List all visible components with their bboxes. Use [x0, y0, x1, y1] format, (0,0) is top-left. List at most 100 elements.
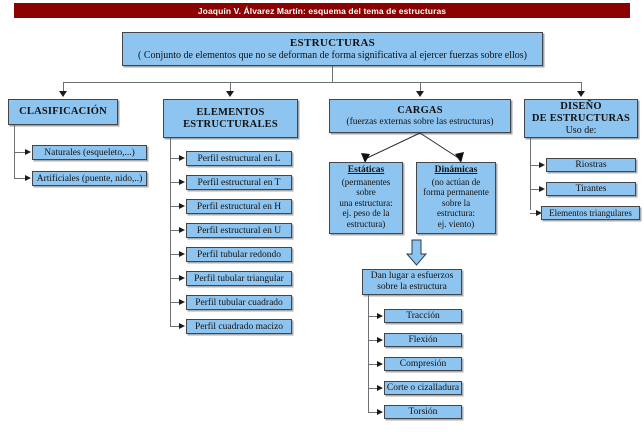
node-cargas-dinamicas-line-3: sobre la — [441, 197, 471, 208]
list-item-tirantes: Tirantes — [546, 182, 636, 196]
list-item-label: Perfil tubular triangular — [194, 273, 284, 284]
arrowhead-clasificacion — [59, 91, 67, 97]
node-esfuerzos-label-2: sobre la estructura — [377, 282, 447, 292]
connector-elementos-7 — [170, 302, 180, 303]
connector-elementos-trunk — [170, 138, 171, 326]
list-item-label: Tracción — [406, 311, 440, 321]
node-cargas-estaticas-line-5: estructura) — [346, 218, 386, 229]
arrowhead-esfuerzos-3 — [377, 361, 383, 367]
list-item-label: Naturales (esqueleto,...) — [44, 147, 135, 158]
list-item-compresion: Compresión — [384, 357, 462, 371]
list-item-label: Perfil tubular redondo — [197, 249, 281, 260]
list-item-label: Perfil tubular cuadrado — [195, 297, 283, 308]
list-item-label: Perfil estructural en L — [197, 153, 281, 164]
node-cargas-estaticas: Estáticas (permanentes sobre una estruct… — [329, 162, 403, 234]
node-cargas-estaticas-line-1: (permanentes — [341, 177, 391, 188]
connector-root-stem — [332, 66, 333, 82]
arrowhead-esfuerzos-4 — [377, 385, 383, 391]
arrowhead-elementos-5 — [179, 251, 185, 257]
connector-root-bus — [63, 82, 581, 83]
connector-clasificacion-2 — [14, 178, 26, 179]
list-item-label: Elementos triangulares — [549, 208, 632, 218]
connector-esfuerzos-1 — [368, 316, 378, 317]
node-diseno-subheading: Uso de: — [565, 124, 597, 136]
list-item-traccion: Tracción — [384, 309, 462, 323]
list-item-label: Torsión — [408, 407, 438, 417]
list-item-label: Riostras — [575, 160, 607, 170]
node-cargas-label: CARGAS — [397, 104, 443, 116]
connector-elementos-5 — [170, 254, 180, 255]
list-item-label: Perfil estructural en H — [196, 201, 282, 212]
node-cargas-estaticas-title: Estáticas — [347, 165, 385, 175]
list-item-cuadrado-macizo: Perfil cuadrado macizo — [186, 319, 292, 334]
arrowhead-diseno-3 — [536, 210, 542, 216]
connector-diseno-2 — [530, 189, 540, 190]
connector-diseno-3 — [530, 213, 537, 214]
list-item-perfil-t: Perfil estructural en T — [186, 175, 292, 190]
arrowhead-elementos — [226, 91, 234, 97]
connector-drop-elementos — [230, 82, 231, 92]
arrowhead-elementos-4 — [179, 227, 185, 233]
list-item-label: Tirantes — [575, 184, 607, 194]
list-item-tubular-redondo: Perfil tubular redondo — [186, 247, 292, 262]
page-title: Joaquín V. Álvarez Martín: esquema del t… — [197, 5, 447, 16]
arrowhead-clasificacion-1 — [25, 149, 31, 155]
node-cargas-dinamicas-title: Dinámicas — [434, 165, 478, 175]
connector-drop-clasificacion — [63, 82, 64, 92]
connector-elementos-8 — [170, 326, 180, 327]
arrowhead-diseno-2 — [539, 186, 545, 192]
list-item-label: Corte o cizalladura — [386, 383, 460, 393]
connector-elementos-4 — [170, 230, 180, 231]
arrowhead-esfuerzos-2 — [377, 337, 383, 343]
connector-elementos-1 — [170, 158, 180, 159]
connector-elementos-2 — [170, 182, 180, 183]
node-cargas: CARGAS (fuerzas externas sobre las estru… — [329, 99, 511, 133]
connector-esfuerzos-3 — [368, 364, 378, 365]
node-estructuras-subtitle: ( Conjunto de elementos que no se deform… — [137, 50, 528, 62]
list-item-label: Perfil cuadrado macizo — [194, 321, 284, 332]
arrowhead-esfuerzos-5 — [377, 409, 383, 415]
arrowhead-elementos-3 — [179, 203, 185, 209]
connector-esfuerzos-trunk — [368, 295, 369, 412]
list-item-label: Perfil estructural en T — [197, 177, 281, 188]
node-elementos-label-2: ESTRUCTURALES — [183, 118, 278, 130]
node-cargas-estaticas-line-2: sobre — [356, 187, 376, 198]
node-cargas-subtitle: (fuerzas externas sobre las estructuras) — [346, 116, 494, 127]
page-title-bar: Joaquín V. Álvarez Martín: esquema del t… — [14, 3, 630, 18]
list-item-riostras: Riostras — [546, 158, 636, 172]
node-cargas-estaticas-line-3: una estructura: — [339, 197, 393, 208]
arrowhead-diseno-1 — [539, 162, 545, 168]
list-item-elementos-triangulares: Elementos triangulares — [541, 206, 640, 220]
connector-drop-diseno — [581, 82, 582, 92]
list-item-label: Perfil estructural en U — [196, 225, 282, 236]
list-item-tubular-triangular: Perfil tubular triangular — [186, 271, 292, 286]
arrowhead-clasificacion-2 — [25, 175, 31, 181]
arrowhead-esfuerzos-1 — [377, 313, 383, 319]
connector-esfuerzos-5 — [368, 412, 378, 413]
arrowhead-elementos-8 — [179, 323, 185, 329]
node-diseno-estructuras: DISEÑO DE ESTRUCTURAS Uso de: — [524, 99, 638, 138]
list-item-corte-cizalladura: Corte o cizalladura — [384, 381, 462, 395]
node-elementos-estructurales: ELEMENTOS ESTRUCTURALES — [163, 99, 298, 138]
arrowhead-diseno — [577, 91, 585, 97]
connector-elementos-3 — [170, 206, 180, 207]
list-item-flexion: Flexión — [384, 333, 462, 347]
node-cargas-dinamicas-line-4: estructura: — [437, 208, 475, 219]
arrowhead-elementos-7 — [179, 299, 185, 305]
list-item-artificiales: Artificiales (puente, nido,..) — [32, 171, 147, 186]
node-estructuras-title: ESTRUCTURAS — [289, 36, 376, 49]
connector-esfuerzos-2 — [368, 340, 378, 341]
node-cargas-dinamicas-line-1: (no actúan de — [431, 177, 481, 188]
arrowhead-elementos-6 — [179, 275, 185, 281]
node-estructuras: ESTRUCTURAS ( Conjunto de elementos que … — [122, 32, 543, 66]
node-clasificacion: CLASIFICACIÓN — [8, 99, 118, 125]
list-item-torsion: Torsión — [384, 405, 462, 419]
node-diseno-label-2: DE ESTRUCTURAS — [531, 112, 631, 124]
connector-clasificacion-1 — [14, 152, 26, 153]
node-esfuerzos: Dan lugar a esfuerzos sobre la estructur… — [362, 269, 462, 295]
connector-diseno-trunk — [530, 138, 531, 210]
node-cargas-dinamicas: Dinámicas (no actúan de forma permanente… — [416, 162, 496, 234]
connector-elementos-6 — [170, 278, 180, 279]
node-cargas-estaticas-line-4: ej. peso de la — [342, 208, 390, 219]
